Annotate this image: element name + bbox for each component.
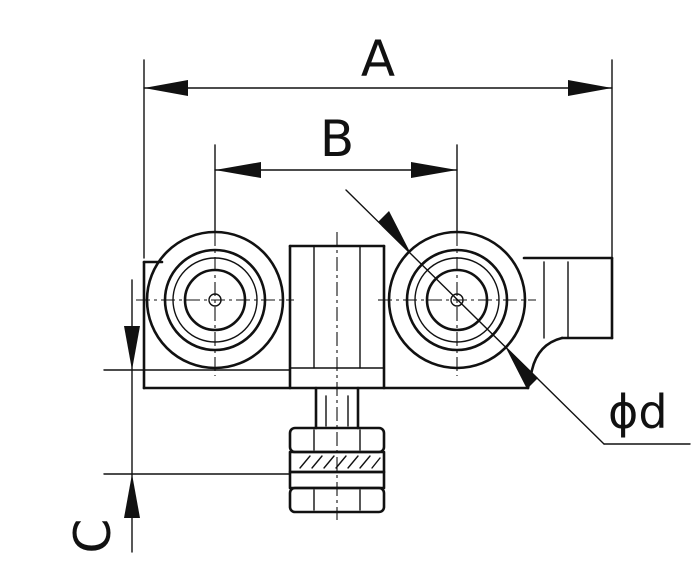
dimension-b: B bbox=[214, 110, 458, 233]
dimension-diameter: ϕd bbox=[345, 189, 691, 445]
arrowhead-diameter-bottom bbox=[505, 346, 538, 389]
arrowhead-b-left bbox=[215, 162, 261, 178]
arrowhead-c-bottom bbox=[124, 474, 140, 518]
arrowhead-a-left bbox=[144, 80, 188, 96]
arrowhead-c-top bbox=[124, 326, 140, 370]
arrowhead-b-right bbox=[411, 162, 457, 178]
label-c: C bbox=[64, 519, 122, 554]
dimension-a: A bbox=[143, 30, 613, 259]
right-roller bbox=[378, 230, 536, 376]
label-b: B bbox=[320, 110, 354, 168]
bolt-assembly bbox=[288, 386, 386, 514]
label-diameter: ϕd bbox=[608, 385, 668, 439]
dimension-c: C bbox=[64, 279, 291, 554]
arrowhead-a-right bbox=[568, 80, 612, 96]
arrowhead-diameter-top bbox=[378, 211, 411, 254]
left-roller bbox=[136, 230, 294, 376]
label-a: A bbox=[361, 30, 395, 88]
bracket-body bbox=[142, 244, 614, 390]
